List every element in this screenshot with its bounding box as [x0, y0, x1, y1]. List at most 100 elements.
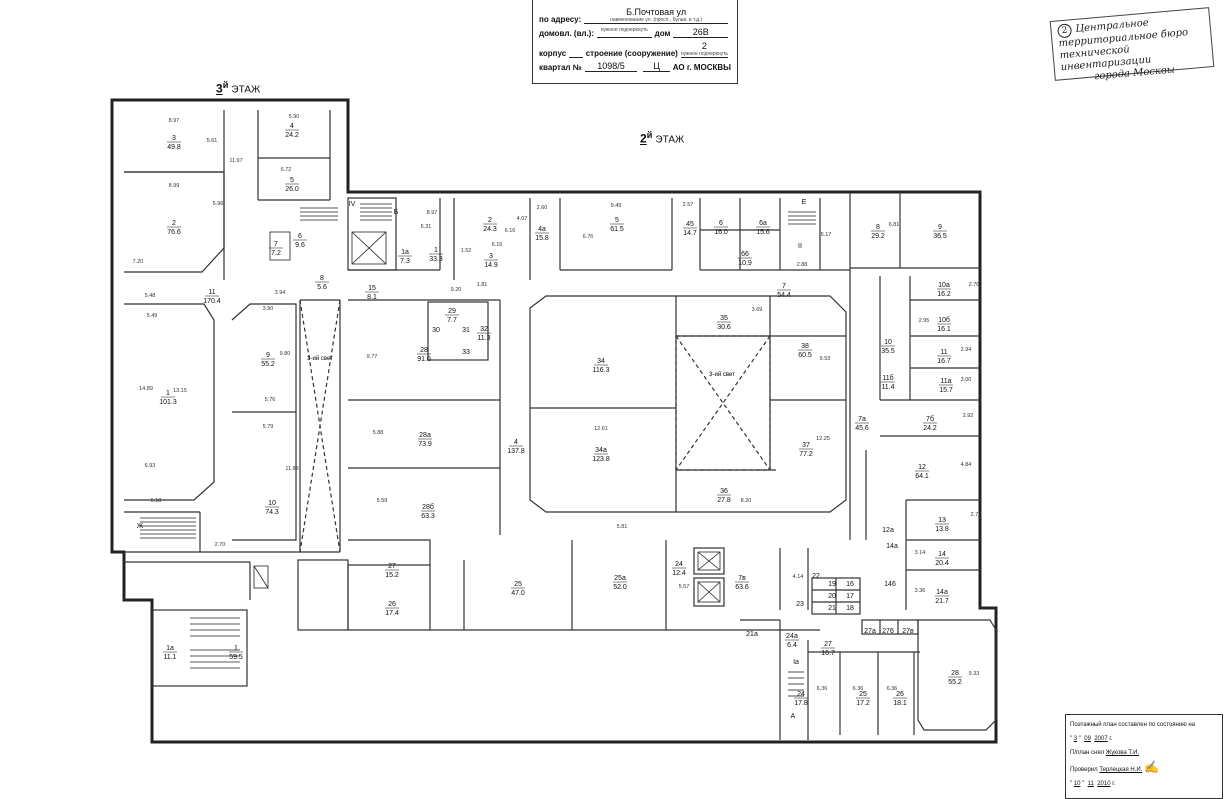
dimension-label: 3.94	[275, 290, 286, 296]
dimension-label: 5.17	[821, 232, 832, 238]
dimension-label: 8.97	[169, 118, 180, 124]
room-number: 1	[234, 645, 238, 652]
room-number: 7	[274, 241, 278, 248]
small-label: 20	[828, 593, 836, 600]
room-area: 16.7	[821, 650, 835, 657]
room-number: 10	[884, 339, 892, 346]
dimension-label: 6.18	[151, 498, 162, 504]
korpus-value	[569, 47, 583, 58]
small-label: 21а	[746, 631, 758, 638]
room-number: 11б	[882, 374, 893, 382]
room-59: 25 17.2	[856, 691, 870, 707]
room-area: 73.9	[418, 441, 432, 448]
room-area: 24.3	[483, 226, 497, 233]
room-number: 24	[675, 561, 683, 568]
room-24: 158.1	[365, 285, 379, 301]
room-number: 38	[801, 343, 809, 350]
room-1: 424.2	[285, 123, 299, 139]
small-label: 30	[432, 327, 440, 334]
room-35: 11б 11.4	[881, 374, 895, 391]
room-number: 26	[388, 601, 396, 608]
room-62: 159.5	[229, 645, 243, 661]
dimension-label: 5.88	[373, 430, 384, 436]
dimension-label: 9.80	[280, 351, 291, 357]
room-area: 24.2	[285, 132, 299, 139]
room-number: 7б	[926, 415, 934, 423]
room-4: 77.2	[269, 241, 283, 257]
room-number: 4	[290, 123, 294, 130]
room-number: 27	[388, 563, 396, 570]
room-area: 16.1	[937, 326, 951, 333]
room-number: 25	[859, 691, 867, 698]
small-label: 12а	[882, 527, 894, 534]
dimension-label: 1.52	[461, 248, 472, 254]
room-number: 2	[172, 220, 176, 227]
dimension-label: 5.61	[207, 138, 218, 144]
room-area: 61.5	[610, 226, 624, 233]
room-area: 17.2	[856, 700, 870, 707]
room-area: 11.1	[163, 654, 176, 661]
dimension-label: 3.69	[752, 307, 763, 313]
small-label: 16	[846, 581, 854, 588]
room-number: 11	[208, 289, 215, 296]
room-number: 11а	[940, 378, 951, 385]
room-number: 34	[597, 358, 605, 365]
room-area: 123.8	[592, 456, 610, 463]
address-label: по адресу:	[539, 15, 582, 24]
room-area: 36.5	[933, 233, 947, 240]
room-area: 15.7	[939, 387, 953, 394]
dimension-label: 4.14	[793, 574, 804, 580]
small-label: IV	[349, 201, 356, 208]
room-area: 76.6	[167, 229, 181, 236]
dimension-label: 6.36	[817, 686, 828, 692]
dimension-label: 5.81	[617, 524, 628, 530]
small-label: 17	[846, 593, 854, 600]
room-number: 25	[514, 581, 522, 588]
room-number: 13	[938, 517, 946, 524]
room-area: 52.0	[613, 584, 627, 591]
room-number: 5	[290, 177, 294, 184]
room-number: 11	[940, 349, 947, 356]
room-number: 15	[368, 285, 376, 292]
small-label: 33	[462, 349, 470, 356]
dimension-label: 8.97	[427, 210, 438, 216]
room-area: 11.4	[881, 384, 894, 391]
small-label: 23	[796, 601, 804, 608]
dimension-label: 3.14	[915, 550, 926, 556]
lightwell-center-label: 3-ий свет	[709, 371, 735, 378]
room-area: 54.4	[777, 292, 791, 299]
room-22: 829.2	[871, 224, 885, 240]
room-area: 101.3	[159, 399, 177, 406]
room-area: 8.1	[367, 294, 377, 301]
dimension-label: 9.53	[820, 356, 831, 362]
room-area: 45.6	[855, 425, 869, 432]
dimension-label: 6.76	[583, 234, 594, 240]
dimension-label: 11.97	[229, 158, 242, 164]
building-line: домовл. (вл.): нужное подчеркнуть дом 26…	[539, 27, 731, 38]
dimension-label: 9.20	[451, 287, 462, 293]
small-label: 14а	[886, 543, 898, 550]
room-number: 26	[896, 691, 904, 698]
room-9: 955.2	[261, 352, 275, 368]
room-area: 7.2	[271, 250, 281, 257]
